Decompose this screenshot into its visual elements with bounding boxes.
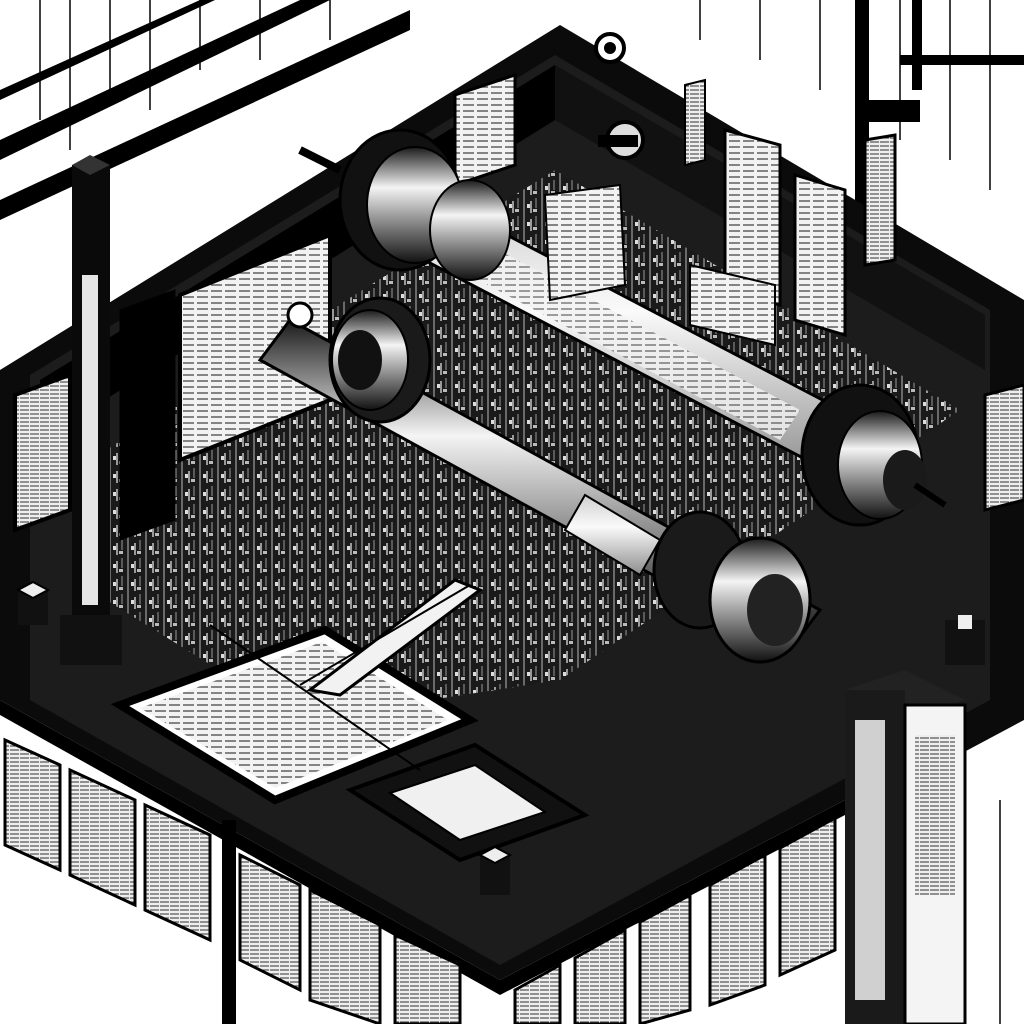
left-pillar	[60, 155, 122, 665]
floor-document	[110, 625, 590, 863]
wall-fixtures	[286, 32, 645, 329]
foreground-posts	[15, 580, 985, 1024]
left-wall-panels	[13, 72, 517, 541]
front-right-wall	[500, 800, 845, 1024]
upper-scroll-roller	[298, 128, 947, 527]
right-pillar	[845, 670, 967, 1024]
front-left-wall	[0, 700, 500, 1024]
right-wall-panels	[684, 78, 1024, 512]
quill-pen	[209, 578, 484, 771]
lower-roller	[257, 296, 823, 664]
